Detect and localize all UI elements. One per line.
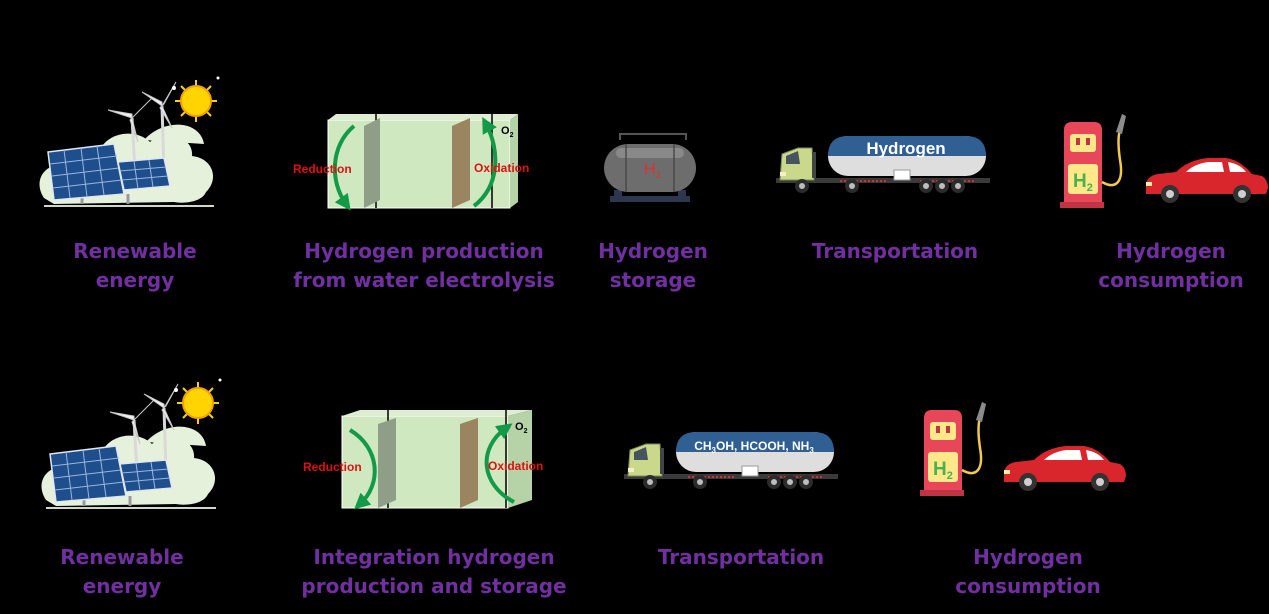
hydrogen-pump-icon: H2 <box>1056 112 1126 210</box>
car-icon <box>1142 156 1268 204</box>
renewable-energy-icon <box>24 70 224 210</box>
storage-tank-icon: H2 <box>604 133 696 202</box>
tank-h2-label: H2 <box>644 161 661 180</box>
pump-h2-label: H2 <box>933 459 953 482</box>
o2-label: O2 <box>501 125 514 139</box>
o2-label: O2 <box>515 421 528 435</box>
tanker-truck-icon: Hydrogen <box>776 136 990 200</box>
reduction-label: Reduction <box>303 460 362 474</box>
oxidation-label: Oxidation <box>474 161 529 175</box>
car-icon <box>1000 444 1126 492</box>
label-transportation: Transportation <box>657 545 825 569</box>
tanker-truck-icon: CH3OH, HCOOH, NH3 <box>624 432 838 496</box>
truck-cargo-label: CH3OH, HCOOH, NH3 <box>694 439 814 455</box>
hydrogen-pump-icon: H2 <box>916 400 986 498</box>
label-transportation: Transportation <box>811 239 979 263</box>
pump-h2-label: H2 <box>1073 171 1093 194</box>
truck-cargo-label: Hydrogen <box>866 139 945 158</box>
electrolyzer-icon: Reduction Oxidation O2 <box>293 114 529 211</box>
oxidation-label: Oxidation <box>488 459 543 473</box>
electrolyzer-icon: Reduction Oxidation O2 <box>303 410 543 510</box>
reduction-label: Reduction <box>293 162 352 176</box>
renewable-energy-icon <box>16 372 236 512</box>
